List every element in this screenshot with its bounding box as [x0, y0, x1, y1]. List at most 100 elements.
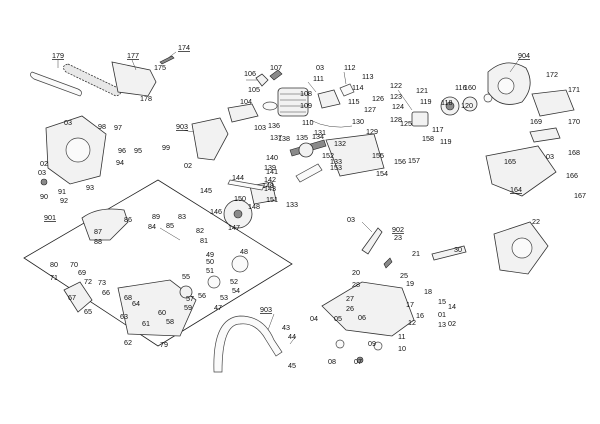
part-callout-04: 04 — [310, 314, 318, 323]
oil-cap — [207, 275, 221, 289]
part-callout-45: 45 — [288, 361, 296, 370]
part-callout-121: 121 — [416, 86, 428, 95]
part-callout-902: 902 — [392, 225, 404, 234]
part-callout-05: 05 — [334, 314, 342, 323]
part-callout-133: 133 — [286, 200, 298, 209]
part-callout-136: 136 — [268, 121, 280, 130]
part-callout-134: 134 — [312, 132, 324, 141]
part-callout-58: 58 — [166, 317, 174, 326]
part-callout-56: 56 — [198, 291, 206, 300]
part-callout-156: 156 — [394, 157, 406, 166]
rear-handle — [81, 208, 129, 241]
part-callout-97: 97 — [114, 123, 122, 132]
starter-cover-904 — [487, 62, 575, 117]
part-callout-11: 11 — [0, 0, 7, 2]
part-callout-104: 104 — [240, 97, 252, 106]
part-callout-142: 142 — [264, 175, 276, 184]
part-callout-50: 50 — [206, 257, 214, 266]
part-callout-84: 84 — [148, 222, 156, 231]
part-callout-119: 119 — [440, 137, 451, 146]
part-callout-130: 130 — [352, 117, 364, 126]
part-callout-44: 44 — [288, 332, 296, 341]
fuel-cap — [231, 255, 249, 273]
part-callout-27: 27 — [346, 294, 354, 303]
top-housing-164 — [485, 127, 561, 197]
part-callout-06: 06 — [358, 313, 366, 322]
part-callout-02: 02 — [184, 161, 192, 170]
engine-group — [227, 69, 355, 128]
muffler — [227, 103, 259, 123]
nut-2 — [356, 356, 364, 364]
part-callout-03: 03 — [0, 0, 8, 2]
part-callout-118: 118 — [441, 98, 452, 107]
hand-guard-cover — [191, 117, 229, 161]
part-callout-160: 160 — [464, 83, 476, 92]
part-callout-70: 70 — [70, 260, 78, 269]
part-callout-117: 117 — [432, 125, 443, 134]
part-callout-07: 07 — [354, 357, 362, 366]
part-callout-10: 10 — [398, 344, 406, 353]
part-callout-164: 164 — [510, 185, 522, 194]
part-callout-105: 105 — [248, 85, 260, 94]
spring — [373, 341, 383, 351]
nut — [40, 178, 48, 186]
part-callout-106: 106 — [244, 69, 256, 78]
intake-manifold — [339, 83, 355, 97]
part-callout-62: 62 — [124, 338, 132, 347]
part-callout-69: 69 — [78, 268, 86, 277]
part-callout-127: 127 — [364, 105, 376, 114]
part-callout-125: 125 — [400, 119, 412, 128]
part-callout-119: 119 — [420, 97, 431, 106]
part-callout-904: 904 — [518, 51, 530, 60]
part-callout-20: 20 — [352, 268, 360, 277]
throttle-rod — [227, 179, 265, 191]
part-callout-03: 03 — [546, 152, 554, 161]
part-callout-17: 17 — [406, 300, 414, 309]
part-callout-43: 43 — [282, 323, 290, 332]
part-callout-91: 91 — [58, 187, 66, 196]
cylinder-fins — [280, 93, 306, 113]
handle-housing — [117, 279, 197, 337]
part-callout-19: 19 — [406, 279, 414, 288]
part-callout-28: 28 — [352, 280, 360, 289]
part-callout-175: 175 — [154, 63, 166, 72]
part-callout-143: 143 — [264, 184, 276, 193]
part-callout-178: 178 — [140, 94, 152, 103]
part-callout-903: 903 — [260, 305, 272, 314]
part-callout-95: 95 — [134, 146, 142, 155]
part-callout-51: 51 — [206, 266, 214, 275]
clutch-shoe — [462, 96, 478, 112]
part-callout-154: 154 — [376, 169, 388, 178]
part-callout-153: 153 — [330, 163, 342, 172]
part-callout-57: 57 — [186, 294, 194, 303]
brake-band — [65, 137, 91, 163]
throttle-trigger — [63, 281, 93, 313]
part-callout-96: 96 — [118, 146, 126, 155]
starter-assembly-30 — [493, 221, 549, 275]
part-callout-12: 12 — [408, 318, 416, 327]
part-callout-135: 135 — [296, 133, 308, 142]
washer — [335, 339, 345, 349]
bar-cover — [111, 61, 157, 97]
clutch-group — [411, 93, 493, 127]
part-callout-138: 138 — [278, 134, 290, 143]
part-callout-90: 90 — [40, 192, 48, 201]
part-callout-83: 83 — [178, 212, 186, 221]
part-callout-94: 94 — [116, 158, 124, 167]
part-callout-81: 81 — [200, 236, 208, 245]
starter-pulley — [497, 77, 515, 95]
part-callout-124: 124 — [392, 102, 404, 111]
oil-pump — [411, 111, 429, 127]
part-callout-169: 169 — [530, 117, 542, 126]
part-callout-54: 54 — [232, 286, 240, 295]
bar-stud — [383, 257, 393, 269]
part-callout-107: 107 — [270, 63, 282, 72]
part-callout-99: 99 — [162, 143, 170, 152]
part-callout-151: 151 — [266, 195, 278, 204]
main-housing — [321, 281, 415, 337]
part-callout-103: 103 — [254, 123, 266, 132]
part-callout-53: 53 — [220, 293, 228, 302]
part-callout-131: 131 — [314, 128, 326, 137]
